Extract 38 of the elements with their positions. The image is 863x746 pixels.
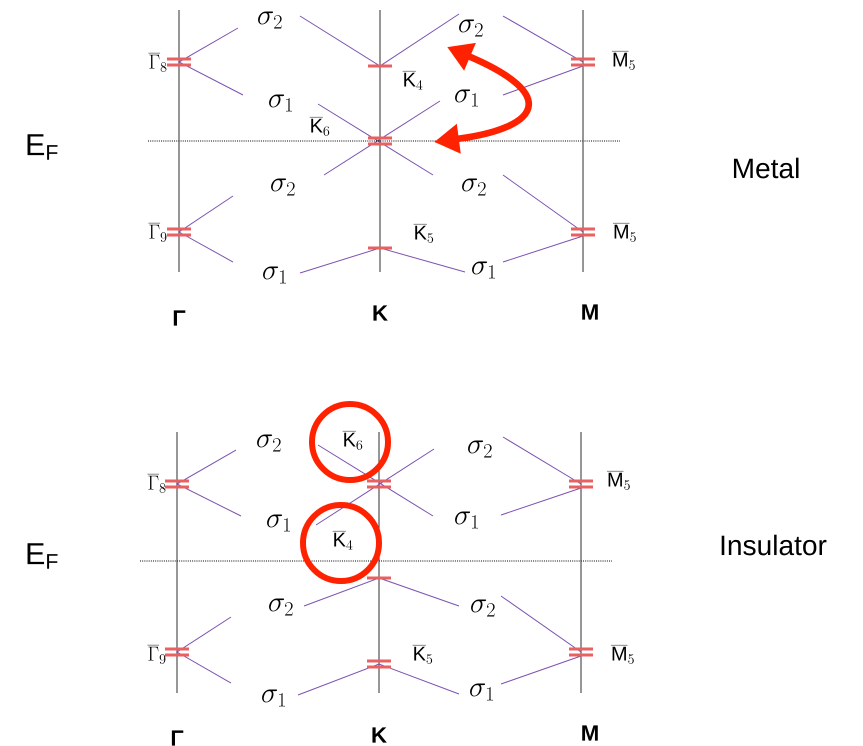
band-label: $\sigma_{1}$ bbox=[269, 94, 292, 112]
fermi-level-label: E$_{F}$ bbox=[28, 134, 58, 160]
band-label: $\sigma_{2}$ bbox=[462, 178, 486, 196]
point-label: $\overline{\Gamma}_{9}$ bbox=[148, 223, 166, 242]
axis-point-label: M bbox=[582, 304, 598, 320]
fermi-level-label: E$_{F}$ bbox=[28, 543, 58, 569]
phase-label: Metal bbox=[734, 158, 798, 178]
band-label: $\sigma_{1}$ bbox=[455, 512, 478, 528]
point-label: $\overline{\mbox{M}}_{5}$ bbox=[612, 51, 635, 70]
axis-point-label: M bbox=[582, 725, 598, 741]
band-label: $\sigma_{1}$ bbox=[263, 266, 286, 284]
point-label: $\overline{\mbox{K}}_{6}$ bbox=[310, 117, 330, 136]
band-label: $\sigma_{1}$ bbox=[472, 262, 495, 278]
point-label: $\overline{\Gamma}_{9}$ bbox=[147, 645, 166, 664]
band-label: $\sigma_{2}$ bbox=[459, 20, 483, 36]
axis-point-label: K bbox=[373, 305, 388, 321]
axis-point-label: K bbox=[372, 727, 387, 743]
band-label: $\sigma_{1}$ bbox=[470, 684, 493, 700]
point-label: $\overline{\mbox{K}}_{5}$ bbox=[412, 645, 432, 664]
band-label: $\sigma_{1}$ bbox=[267, 514, 290, 532]
band-label: $\sigma_{2}$ bbox=[269, 598, 293, 616]
point-label: $\overline{\mbox{M}}_{5}$ bbox=[612, 223, 636, 242]
band-label: $\sigma_{2}$ bbox=[257, 434, 281, 452]
band-label: $\sigma_{1}$ bbox=[262, 690, 285, 706]
axis-point-label: Γ bbox=[174, 310, 186, 326]
point-label: $\overline{\Gamma}_{8}$ bbox=[148, 53, 166, 72]
point-label: $\overline{\mbox{K}}_{4}$ bbox=[402, 71, 422, 90]
point-label: $\overline{\Gamma}_{8}$ bbox=[147, 474, 166, 493]
phase-label: Insulator bbox=[722, 534, 826, 556]
point-label: $\overline{\mbox{K}}_{5}$ bbox=[414, 224, 434, 243]
band-label: $\sigma_{2}$ bbox=[271, 178, 295, 196]
axis-point-label: Γ bbox=[172, 730, 184, 746]
band-label: $\sigma_{1}$ bbox=[455, 90, 478, 106]
band-label: $\sigma_{2}$ bbox=[471, 600, 495, 616]
point-label: $\overline{\mbox{M}}_{5}$ bbox=[606, 471, 630, 490]
band-label: $\sigma_{2}$ bbox=[258, 12, 282, 28]
band-label: $\sigma_{2}$ bbox=[468, 440, 492, 458]
point-label: $\overline{\mbox{M}}_{5}$ bbox=[610, 645, 634, 664]
